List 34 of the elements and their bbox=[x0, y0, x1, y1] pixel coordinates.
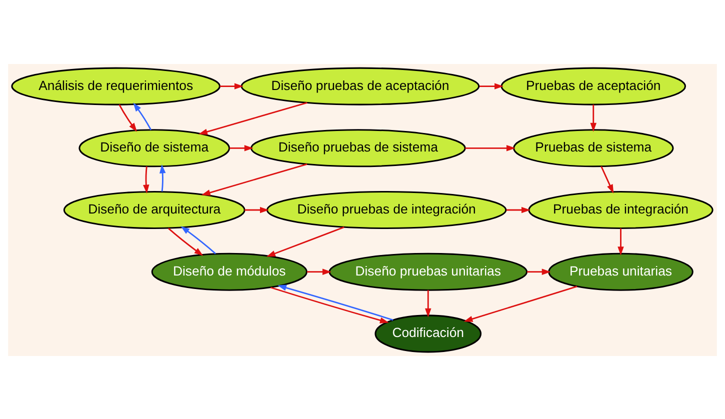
arrow bbox=[277, 284, 394, 320]
arrow bbox=[527, 268, 551, 274]
arrow bbox=[159, 164, 166, 192]
node-ellipse: Diseño pruebas de integración bbox=[266, 190, 507, 228]
node-ellipse: Diseño pruebas unitarias bbox=[328, 252, 528, 290]
arrow bbox=[266, 226, 344, 256]
node-ellipse: Pruebas de aceptación bbox=[500, 66, 686, 105]
arrow bbox=[220, 82, 244, 89]
node-ellipse: Pruebas de sistema bbox=[512, 128, 674, 167]
node-ellipse: Pruebas unitarias bbox=[548, 252, 694, 290]
arrow bbox=[168, 227, 204, 256]
arrow bbox=[198, 102, 308, 134]
arrow bbox=[307, 268, 332, 274]
node-ellipse: Pruebas de integración bbox=[528, 190, 714, 228]
node-ellipse: Diseño pruebas de sistema bbox=[250, 128, 466, 167]
arrow bbox=[590, 104, 596, 132]
node-ellipse: Diseño de arquitectura bbox=[63, 190, 246, 228]
node-ellipse: Diseño pruebas de aceptación bbox=[240, 66, 480, 105]
arrow bbox=[600, 166, 614, 193]
arrow bbox=[133, 102, 152, 130]
arrow bbox=[506, 206, 530, 213]
arrow bbox=[464, 285, 578, 322]
arrow bbox=[618, 228, 624, 256]
arrow bbox=[230, 144, 254, 151]
node-ellipse: Análisis de requerimientos bbox=[11, 66, 220, 105]
arrow bbox=[465, 144, 516, 151]
arrow bbox=[118, 104, 138, 132]
arrow bbox=[270, 286, 389, 323]
arrow bbox=[244, 206, 269, 213]
arrow bbox=[180, 226, 216, 254]
arrow bbox=[424, 290, 432, 317]
arrow bbox=[201, 163, 308, 196]
arrow bbox=[480, 82, 504, 89]
arrow bbox=[143, 166, 150, 194]
